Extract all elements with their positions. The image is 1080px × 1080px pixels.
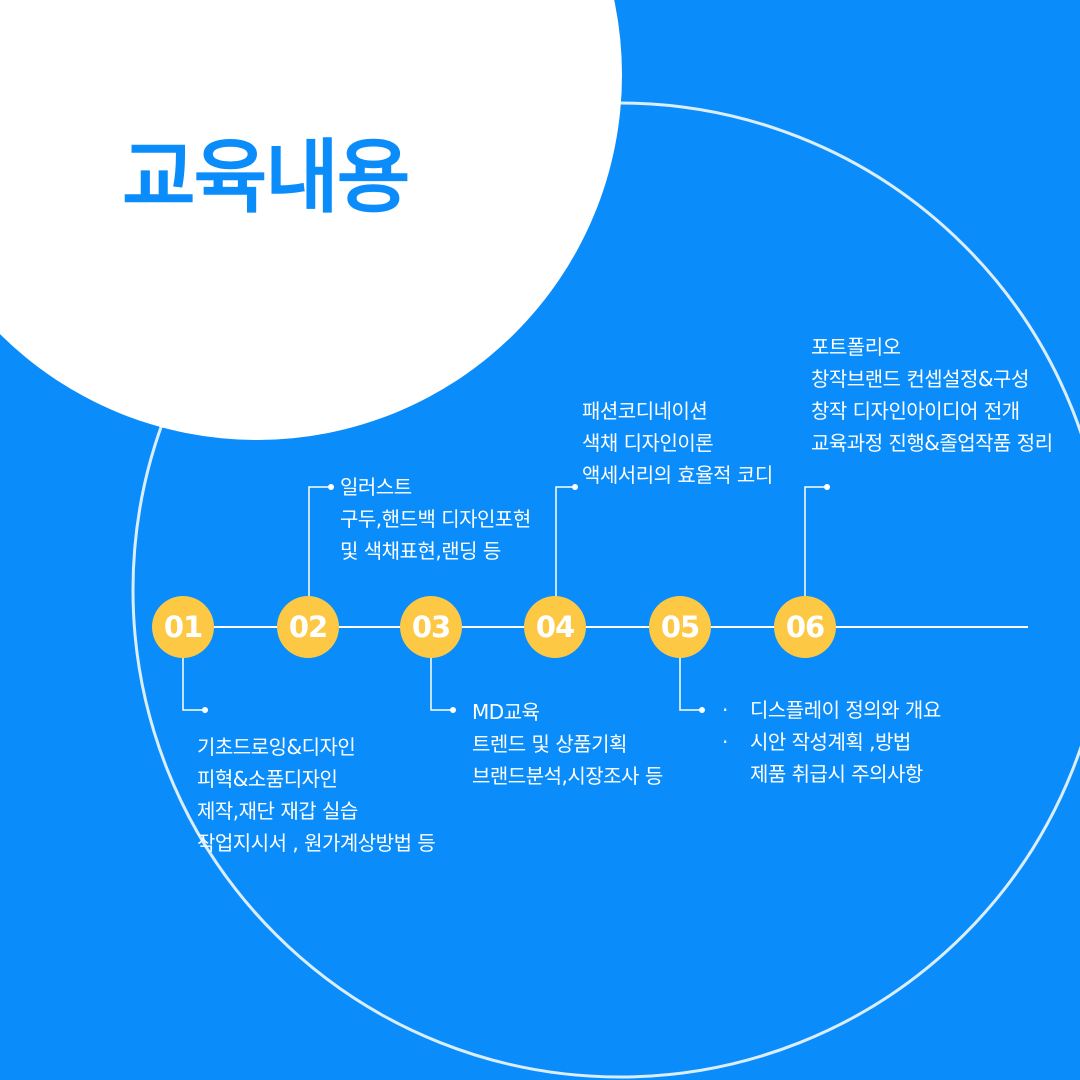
step-06-line: 창작브랜드 컨셉설정&구성: [811, 367, 1029, 391]
step-02-line: 및 색채표현,랜딩 등: [340, 539, 501, 563]
step-05-content: ·디스플레이 정의와 개요 ·시안 작성계획 ,방법 제품 취급시 주의사항: [722, 694, 941, 790]
step-badge-01: 01: [152, 596, 214, 658]
step-02-content: 일러스트 구두,핸드백 디자인포현 및 색채표현,랜딩 등: [340, 471, 531, 567]
step-badge-05: 05: [649, 596, 711, 658]
step-01-line: 기초드로잉&디자인: [197, 735, 356, 759]
connector-06: [804, 486, 826, 627]
step-01-line: 작업지시서 , 원가계상방법 등: [197, 831, 436, 855]
connector-03-dot: [450, 707, 456, 713]
step-05-line: ·시안 작성계획 ,방법: [722, 726, 941, 758]
step-01-content: 기초드로잉&디자인 피혁&소품디자인 제작,재단 재갑 실습 작업지시서 , 원…: [197, 731, 436, 859]
step-04-content: 패션코디네이션 색채 디자인이론 액세서리의 효율적 코디: [582, 395, 773, 491]
step-04-line: 패션코디네이션: [582, 399, 708, 423]
step-01-line: 피혁&소품디자인: [197, 767, 338, 791]
connector-04: [555, 486, 574, 627]
connector-01-dot: [202, 707, 208, 713]
step-06-content: 포트폴리오 창작브랜드 컨셉설정&구성 창작 디자인아이디어 전개 교육과정 진…: [811, 331, 1053, 459]
step-badge-03: 03: [400, 596, 462, 658]
step-badge-02: 02: [277, 596, 339, 658]
bullet-dot: ·: [722, 698, 728, 722]
connector-04-dot: [572, 484, 578, 490]
step-01-line: 제작,재단 재갑 실습: [197, 799, 358, 823]
step-badge-04: 04: [524, 596, 586, 658]
bullet-dot: ·: [722, 730, 728, 754]
step-03-line: 트렌드 및 상품기획: [472, 732, 627, 756]
step-05-line: ·디스플레이 정의와 개요: [722, 694, 941, 726]
step-04-line: 액세서리의 효율적 코디: [582, 463, 773, 487]
step-03-line: 브랜드분석,시장조사 등: [472, 764, 663, 788]
step-badge-06: 06: [774, 596, 836, 658]
step-03-line: MD교육: [472, 700, 540, 724]
step-03-content: MD교육 트렌드 및 상품기획 브랜드분석,시장조사 등: [472, 696, 663, 792]
step-05-line: 제품 취급시 주의사항: [750, 762, 923, 786]
step-06-line: 창작 디자인아이디어 전개: [811, 399, 1020, 423]
page-title: 교육내용: [122, 131, 410, 224]
connector-02: [308, 486, 330, 627]
step-06-line: 포트폴리오: [811, 335, 901, 359]
top-left-white-circle: [0, 0, 622, 440]
step-02-line: 구두,핸드백 디자인포현: [340, 507, 531, 531]
step-04-line: 색채 디자인이론: [582, 431, 714, 455]
step-02-line: 일러스트: [340, 475, 412, 499]
connector-06-dot: [824, 484, 830, 490]
large-outline-circle: [131, 101, 1080, 1079]
connector-02-dot: [328, 484, 334, 490]
connector-05-dot: [699, 707, 705, 713]
step-06-line: 교육과정 진행&졸업작품 정리: [811, 431, 1053, 455]
